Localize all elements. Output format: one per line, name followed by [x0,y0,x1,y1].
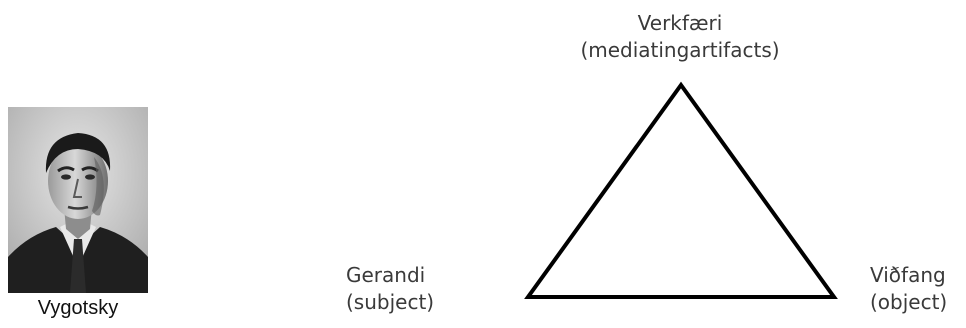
portrait-caption: Vygotsky [37,297,119,319]
vygotsky-portrait [8,107,148,293]
triangle-shape [524,81,838,299]
node-object-subtitle: (object) [870,290,948,314]
node-subject-subtitle: (subject) [346,290,435,314]
portrait-image [8,107,148,293]
node-subject: Gerandi (subject) [346,262,434,316]
node-object: Viðfang (object) [870,262,947,316]
node-subject-title: Gerandi [346,263,426,287]
node-tool-subtitle: (mediatingartifacts) [580,38,780,62]
node-object-title: Viðfang [870,263,946,287]
node-tool-title: Verkfæri [637,11,723,35]
node-tool: Verkfæri (mediatingartifacts) [540,10,820,64]
